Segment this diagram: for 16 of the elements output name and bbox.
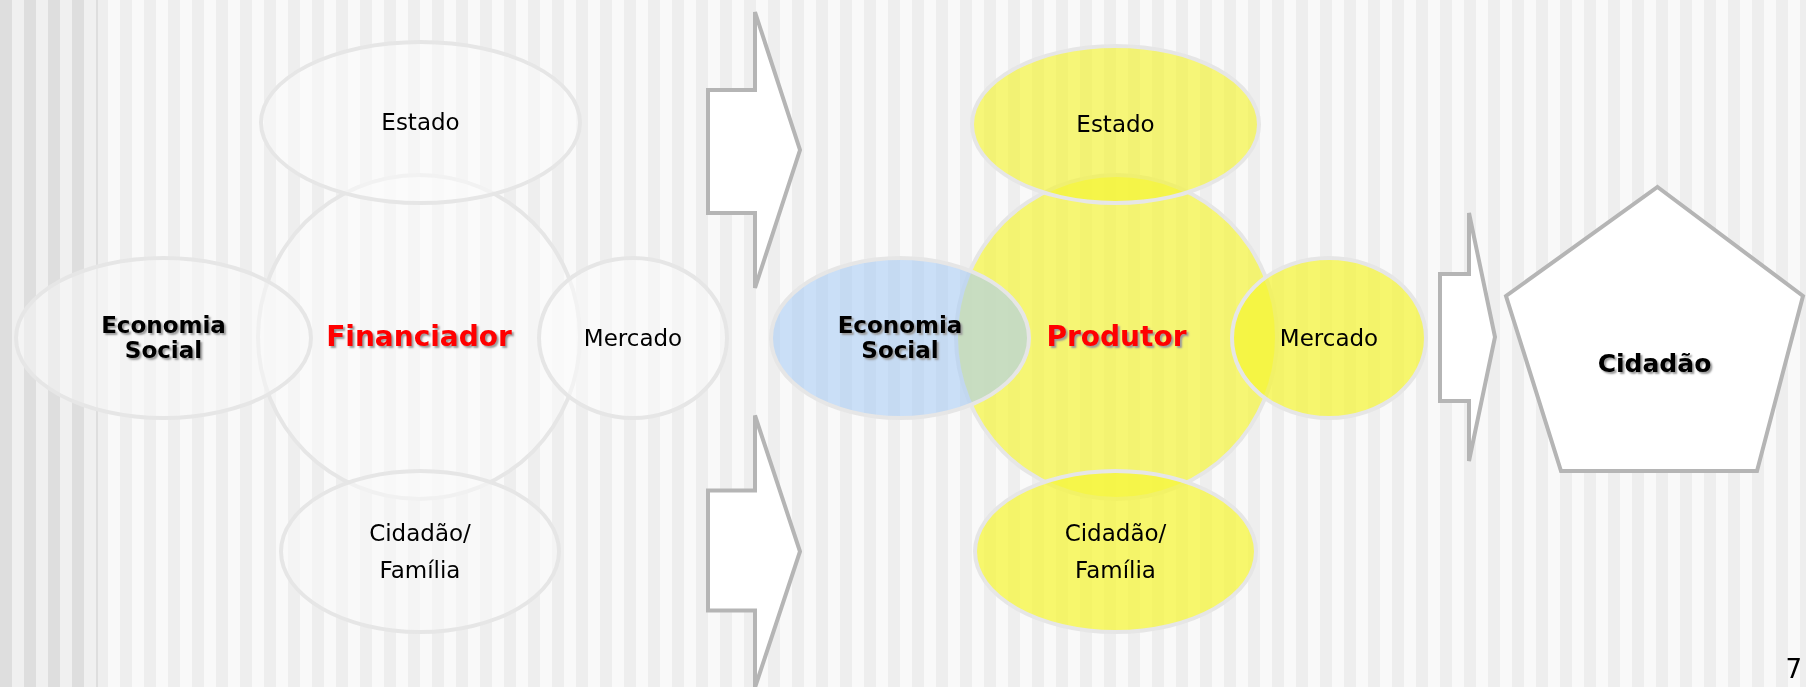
node-label: Cidadão/ Família (1063, 518, 1168, 585)
pentagon-node (1503, 184, 1806, 474)
block-arrow (706, 413, 803, 687)
node-label: Financiador (326, 319, 512, 355)
node-label: Mercado (583, 323, 683, 353)
block-arrow (706, 10, 803, 290)
block-arrow (1438, 211, 1498, 463)
node-label: Economia Social (836, 312, 964, 364)
node-label: Produtor (1046, 319, 1187, 355)
node-label: Cidadão (1597, 348, 1712, 381)
node-label: Economia Social (100, 312, 227, 364)
node-label: Cidadão/ Família (368, 518, 472, 585)
node-label: Mercado (1279, 323, 1379, 353)
node-label: Estado (1076, 110, 1155, 140)
node-label: Estado (381, 108, 460, 138)
page-number: 7 (1785, 656, 1802, 682)
